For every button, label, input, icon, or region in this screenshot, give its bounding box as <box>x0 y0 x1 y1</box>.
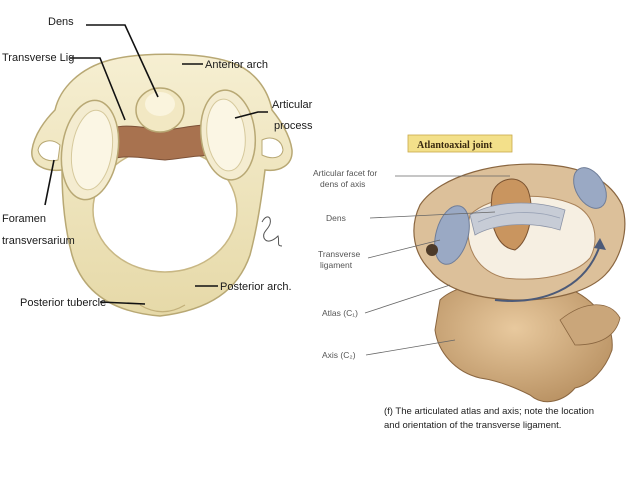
atlantoaxial-joint-illustration: Atlantoaxial joint <box>407 134 626 403</box>
left-facet <box>434 205 470 265</box>
label-facet-2: dens of axis <box>320 179 365 189</box>
label-dens-right: Dens <box>326 213 346 223</box>
right-title: Atlantoaxial joint <box>417 140 493 151</box>
label-posterior-tubercle: Posterior tubercle <box>20 297 106 309</box>
label-axis: Axis (C₂) <box>322 350 356 360</box>
label-articular-process-2: process <box>274 120 313 132</box>
rotation-arrow <box>494 244 601 302</box>
artist-signature <box>261 216 283 247</box>
label-atlas: Atlas (C₁) <box>322 308 358 318</box>
label-posterior-arch: Posterior arch. <box>220 281 292 293</box>
label-facet-1: Articular facet for <box>313 168 377 178</box>
right-facet <box>573 167 607 209</box>
label-dens: Dens <box>48 16 74 28</box>
atlas-superior-view <box>31 53 293 317</box>
label-transverse-2: ligament <box>320 260 353 270</box>
label-foramen-1: Foramen <box>2 213 46 225</box>
transverse-ligament-3d <box>469 202 566 236</box>
caption-line-1: (f) The articulated atlas and axis; note… <box>384 406 594 417</box>
right-foramen-transversarium <box>261 137 284 159</box>
left-foramen-transversarium <box>37 140 61 162</box>
title-box <box>407 134 513 153</box>
left-leader-lines <box>44 24 268 305</box>
label-transverse-1: Transverse <box>318 249 360 259</box>
label-anterior-arch: Anterior arch <box>205 59 268 71</box>
label-transverse-lig: Transverse Lig <box>2 52 74 64</box>
label-foramen-2: transversarium <box>2 235 75 247</box>
label-articular-process-1: Articular <box>272 99 313 111</box>
caption-line-2: and orientation of the transverse ligame… <box>384 420 561 431</box>
right-leader-lines <box>364 175 510 356</box>
